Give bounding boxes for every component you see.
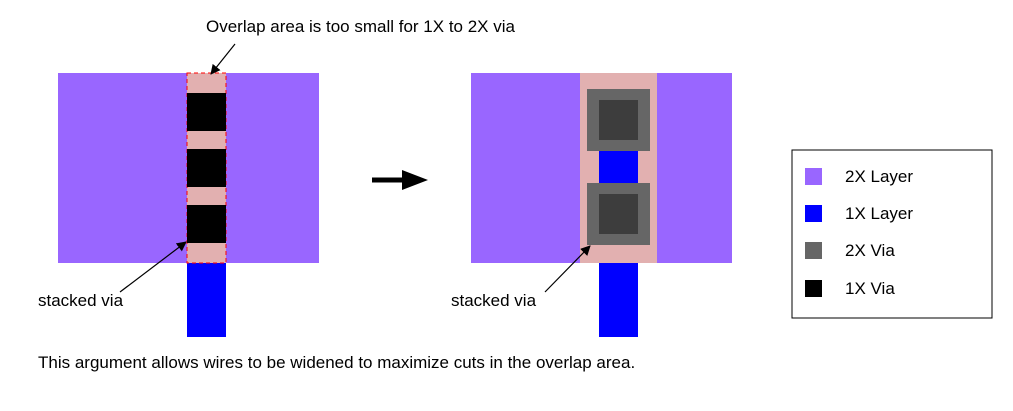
overlap-note-arrow	[210, 43, 236, 75]
legend: 2X Layer 1X Layer 2X Via 1X Via	[791, 149, 993, 319]
left-1x-via-1	[187, 93, 226, 131]
stacked-via-right-label: stacked via	[451, 291, 537, 310]
stacked-via-right-arrow	[544, 245, 591, 293]
legend-label-2x-layer: 2X Layer	[845, 167, 913, 186]
right-2x-via-2-inner	[599, 194, 638, 234]
right-1x-segment	[599, 151, 638, 183]
legend-frame	[791, 149, 993, 319]
stacked-via-left-label: stacked via	[38, 291, 124, 310]
right-2x-via-1-inner	[599, 100, 638, 140]
legend-swatch-1x-via	[805, 280, 822, 297]
right-diagram	[471, 73, 732, 337]
transition-arrow	[372, 170, 428, 190]
legend-label-2x-via: 2X Via	[845, 241, 895, 260]
right-1x-layer	[599, 263, 638, 337]
legend-swatch-2x-layer	[805, 168, 822, 185]
stacked-via-left-arrow	[119, 241, 187, 293]
left-1x-layer	[187, 263, 226, 337]
legend-swatch-1x-layer	[805, 205, 822, 222]
left-1x-via-2	[187, 149, 226, 187]
legend-swatch-2x-via	[805, 242, 822, 259]
legend-label-1x-via: 1X Via	[845, 279, 895, 298]
overlap-note-label: Overlap area is too small for 1X to 2X v…	[206, 17, 516, 36]
legend-label-1x-layer: 1X Layer	[845, 204, 913, 223]
left-diagram	[58, 72, 319, 337]
left-1x-via-3	[187, 205, 226, 243]
caption: This argument allows wires to be widened…	[38, 353, 635, 372]
